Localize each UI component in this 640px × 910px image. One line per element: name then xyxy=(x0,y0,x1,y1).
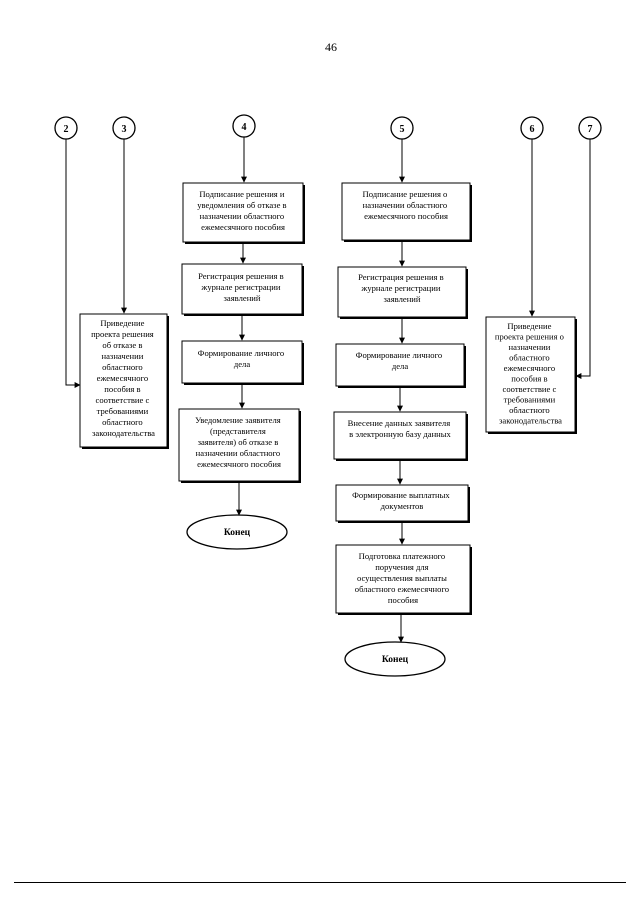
connector-5: 5 xyxy=(390,116,414,140)
box-grant-file-text: Формирование личного дела xyxy=(356,350,445,371)
connector-4-label: 4 xyxy=(242,122,247,133)
connector-4: 4 xyxy=(232,114,256,138)
box-left-refusal-project: Приведение проекта решения об отказе в н… xyxy=(79,313,169,449)
box-grant-payment-docs: Формирование выплатных документов xyxy=(335,484,470,523)
box-refusal-sign: Подписание решения и уведомления об отка… xyxy=(182,182,305,244)
box-grant-register: Регистрация решения в журнале регистраци… xyxy=(337,266,468,319)
arrow-connector-2-to-box xyxy=(65,139,81,388)
connector-5-label: 5 xyxy=(400,124,405,135)
box-refusal-register-text: Регистрация решения в журнале регистраци… xyxy=(198,271,286,303)
box-grant-payment-docs-text: Формирование выплатных документов xyxy=(352,490,452,511)
box-grant-payment-order-text: Подготовка платежного поручения для осущ… xyxy=(355,551,451,605)
terminal-end-grant: Конец xyxy=(344,641,446,677)
box-refusal-notify: Уведомление заявителя (представителя зая… xyxy=(178,408,301,483)
arrow-connector-7-to-box xyxy=(575,139,591,379)
box-right-grant-project: Приведение проекта решения о назначении … xyxy=(485,316,577,434)
connector-6: 6 xyxy=(520,116,544,140)
box-grant-database-text: Внесение данных заявителя в электронную … xyxy=(348,418,453,439)
terminal-end-refusal: Конец xyxy=(186,514,288,550)
connector-7-label: 7 xyxy=(588,124,593,135)
box-grant-file: Формирование личного дела xyxy=(335,343,466,388)
box-grant-payment-order: Подготовка платежного поручения для осущ… xyxy=(335,544,472,615)
connector-7: 7 xyxy=(578,116,602,140)
terminal-end-grant-label: Конец xyxy=(382,655,409,665)
connector-3: 3 xyxy=(112,116,136,140)
connector-6-label: 6 xyxy=(530,124,535,135)
terminal-end-refusal-label: Конец xyxy=(224,528,251,538)
box-refusal-file: Формирование личного дела xyxy=(181,340,304,385)
page-number: 46 xyxy=(325,40,337,54)
connector-3-label: 3 xyxy=(122,124,127,135)
box-left-refusal-project-text: Приведение проекта решения об отказе в н… xyxy=(91,318,156,438)
box-grant-sign: Подписание решения о назначении областно… xyxy=(341,182,472,242)
box-refusal-notify-text: Уведомление заявителя (представителя зая… xyxy=(195,415,283,469)
connector-2: 2 xyxy=(54,116,78,140)
box-grant-register-text: Регистрация решения в журнале регистраци… xyxy=(358,272,446,304)
connector-2-label: 2 xyxy=(64,124,69,135)
box-grant-database: Внесение данных заявителя в электронную … xyxy=(333,411,468,461)
box-refusal-register: Регистрация решения в журнале регистраци… xyxy=(181,263,304,316)
bottom-rule xyxy=(14,882,626,883)
box-right-grant-project-text: Приведение проекта решения о назначении … xyxy=(495,321,566,426)
box-grant-sign-text: Подписание решения о назначении областно… xyxy=(362,189,449,221)
box-refusal-sign-text: Подписание решения и уведомления об отка… xyxy=(197,189,289,232)
box-refusal-file-text: Формирование личного дела xyxy=(198,348,287,369)
